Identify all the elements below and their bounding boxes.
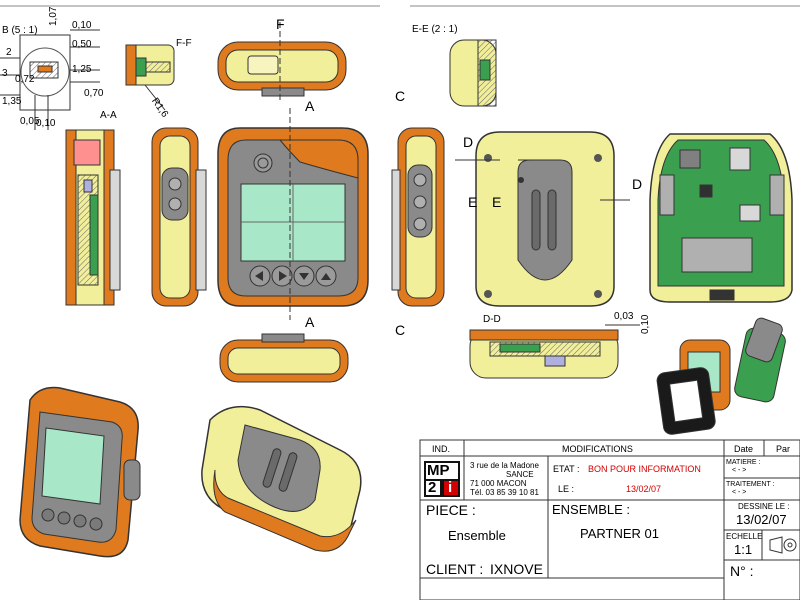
dim-b-9: 1,35 — [2, 96, 22, 107]
mark-a-top: A — [305, 98, 315, 114]
modifications-header: MODIFICATIONS — [562, 444, 633, 454]
ind-header: IND. — [432, 444, 450, 454]
dessine-value: 13/02/07 — [736, 512, 787, 527]
front-view — [217, 108, 369, 320]
address-line-3: 71 000 MACON — [470, 479, 527, 488]
etat-label: ETAT : — [553, 464, 580, 474]
view-f-f — [125, 44, 175, 111]
mark-a-bottom: A — [305, 314, 315, 330]
mp2i-logo — [424, 461, 460, 497]
pcb-view — [649, 133, 793, 303]
logo-i: i — [448, 479, 453, 496]
section-e-e-view — [449, 39, 497, 107]
etat-value: BON POUR INFORMATION — [588, 464, 701, 474]
mark-d-left: D — [463, 134, 474, 150]
mark-f: F — [276, 16, 285, 32]
dim-b-6: 3 — [2, 68, 8, 79]
dim-b-1: 1,07 — [48, 6, 59, 26]
client-value: IXNOVE — [490, 561, 543, 577]
logo-mp: MP — [427, 462, 450, 479]
ensemble-value: PARTNER 01 — [580, 526, 659, 541]
detail-b-view — [0, 29, 100, 130]
section-dd-label: D-D — [483, 314, 501, 325]
dim-b-10: 0,05 — [20, 116, 40, 127]
par-header: Par — [776, 444, 791, 454]
dim-b-11: 0,10 — [36, 118, 56, 129]
dim-b-8: 0,70 — [84, 88, 104, 99]
section-ee-label: E-E (2 : 1) — [412, 24, 458, 35]
mark-e-left: E — [468, 194, 478, 210]
no-label: N° : — [730, 563, 754, 579]
echelle-label: ECHELLE — [726, 532, 763, 541]
bottom-view — [219, 333, 349, 383]
section-d-d-view — [469, 324, 640, 379]
back-view — [455, 131, 630, 307]
address-line-1: 3 rue de la Madone — [470, 461, 539, 470]
dim-b-2: 0,10 — [72, 20, 92, 31]
mark-d-right: D — [632, 176, 643, 192]
dim-b-5: 2 — [6, 47, 12, 58]
isometric-back-view — [201, 405, 362, 552]
section-aa-label: A-A — [100, 110, 117, 121]
isometric-front-view — [19, 386, 141, 558]
le-label: LE : — [558, 484, 575, 494]
dim-b-4: 1,25 — [72, 64, 92, 75]
dim-b-7: 0,72 — [15, 74, 35, 85]
piece-value: Ensemble — [448, 528, 506, 543]
traitement-value: < - > — [732, 489, 747, 496]
piece-label: PIECE : — [426, 502, 476, 518]
dim-dd-2: 0,10 — [640, 314, 651, 334]
dim-b-3: 0,50 — [72, 39, 92, 50]
mark-c-top: C — [395, 88, 406, 104]
title-block — [419, 439, 800, 600]
matiere-value: < - > — [732, 467, 747, 474]
exploded-view — [656, 317, 786, 435]
address-line-4: Tél. 03 85 39 10 81 — [470, 488, 539, 497]
ensemble-label: ENSEMBLE : — [552, 502, 631, 517]
matiere-label: MATIERE : — [726, 459, 761, 466]
dim-dd-1: 0,03 — [614, 311, 634, 322]
logo-2: 2 — [428, 479, 437, 496]
right-side-view — [391, 127, 445, 307]
left-side-view — [151, 127, 207, 307]
client-label: CLIENT : — [426, 561, 484, 577]
date-header: Date — [734, 444, 754, 454]
traitement-label: TRAITEMENT : — [726, 481, 775, 488]
address-line-2: SANCE — [506, 470, 534, 479]
view-ff-label: F-F — [176, 38, 192, 49]
dessine-label: DESSINE LE : — [738, 502, 790, 511]
mark-c-bottom: C — [395, 322, 406, 338]
echelle-value: 1:1 — [734, 542, 753, 557]
mark-e-right: E — [492, 194, 502, 210]
top-view — [217, 22, 347, 100]
section-a-a-view — [65, 129, 121, 306]
detail-b-label: B (5 : 1) — [2, 25, 38, 36]
le-value: 13/02/07 — [626, 484, 662, 494]
